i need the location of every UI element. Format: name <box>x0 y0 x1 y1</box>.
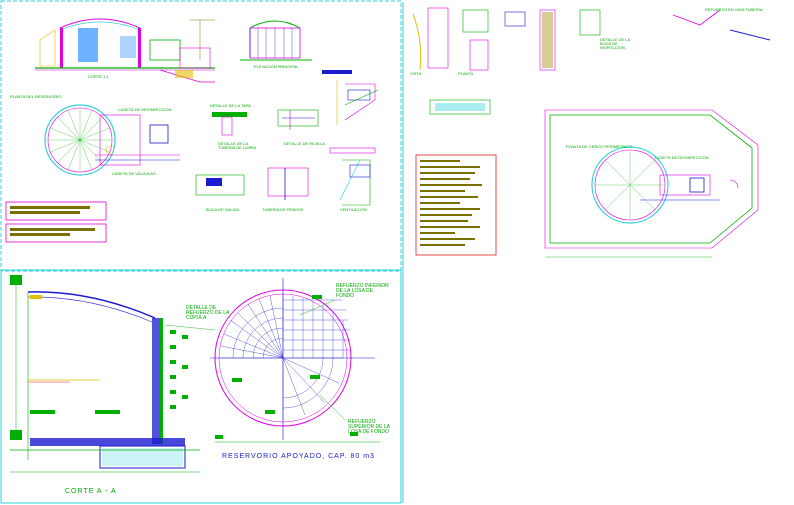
detail-c-label: DETALLE DE LA BOCA DE INSPECCIÓN <box>600 37 630 50</box>
plan-label: PLANTA DEL RESERVORIO <box>10 94 62 99</box>
section-a-a-title: CORTE A - A <box>65 488 117 495</box>
reservoir-plan-small <box>44 104 180 176</box>
outlet-label: BOCA DE SALIDA <box>206 207 240 212</box>
valve-box-label: CASETA DE DESINFECCIÓN <box>118 107 172 112</box>
ladder-detail <box>329 147 376 206</box>
detail-a-label: PLANTA <box>458 71 474 76</box>
lower-note: REFUERZO SUPERIOR DE LA LOSA DE FONDO <box>348 419 390 435</box>
grate-detail-label: DETALLE DE REJILLA <box>284 141 326 146</box>
spec-block <box>415 154 497 256</box>
notes-box-1 <box>5 201 107 221</box>
top-right-details <box>412 7 771 115</box>
fence-valve-label: CASETA DE DESINFECCIÓN <box>655 155 709 160</box>
vent-detail <box>322 70 379 125</box>
reservoir-title: RESERVORIO APOYADO, CAP. 80 m3 <box>222 453 375 460</box>
pipe-detail-label: DETALLE DE LA TUBERÍA DE LIMPIA <box>218 141 257 150</box>
fence-plan-label: PLANTA DE CERCO PERIMÉTRICO <box>566 144 633 149</box>
cover-detail <box>212 112 247 136</box>
elevation-view <box>240 20 312 61</box>
sheet-frame-bottom <box>0 269 402 504</box>
valve-box-plan-label: CASETA DE VÁLVULAS <box>112 171 156 176</box>
detail-b-label: VISTA <box>410 71 422 76</box>
section-a-a <box>10 275 200 473</box>
cover-detail-label: DETALLE DE LA TAPA <box>210 103 251 108</box>
section-1-1 <box>35 18 215 83</box>
sheet-frame-top-left <box>0 0 402 272</box>
dome-note: DETALLE DE REFUERZO DE LA CÚPULA <box>186 305 230 321</box>
grate-detail <box>277 109 319 130</box>
reservoir-plan-large <box>164 278 380 443</box>
section-1-1-label: CORTE 1-1 <box>88 74 109 79</box>
outlet-detail <box>195 174 245 196</box>
overflow-detail <box>267 167 309 200</box>
fence-plan <box>544 109 759 258</box>
detail-d-label: REFUERZO EN VIGA TUBERÍA <box>705 7 763 12</box>
overflow-label: TUBERÍA DE REBOSE <box>262 207 304 212</box>
elevation-label: ELEVACIÓN PRINCIPAL <box>254 64 299 69</box>
upper-note: REFUERZO INFERIOR DE LA LOSA DE FONDO <box>336 283 389 299</box>
vent-label: VENTILACIÓN <box>340 207 367 212</box>
notes-box-2 <box>5 223 107 243</box>
